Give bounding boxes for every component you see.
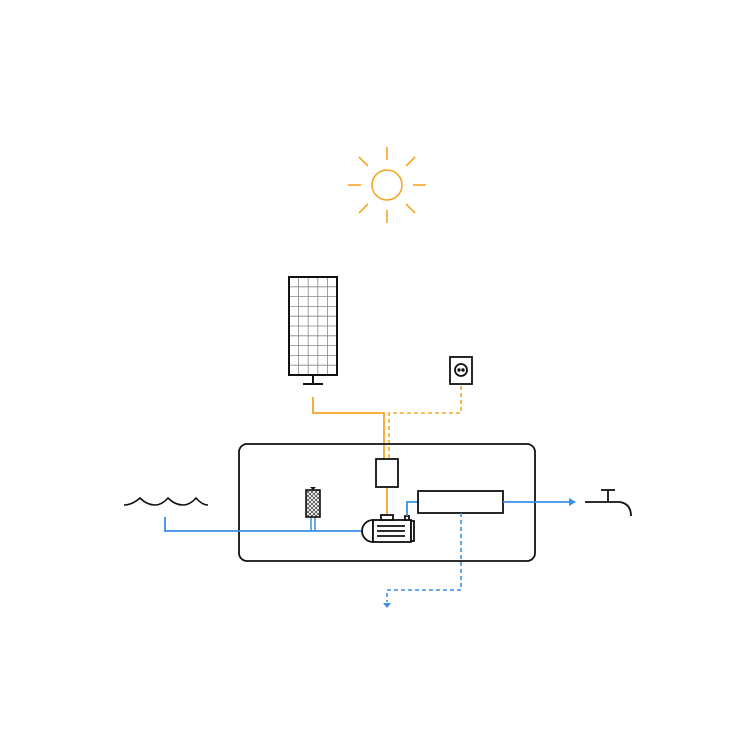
inlet-water-line <box>164 517 362 532</box>
controller-icon <box>375 458 399 488</box>
solar-panel-icon <box>288 276 338 385</box>
sun-icon <box>348 147 426 223</box>
power-outlet-icon <box>449 356 473 385</box>
water-source-wave-icon <box>123 496 209 506</box>
drain-arrow-icon <box>383 603 391 608</box>
filter-icon <box>305 487 321 518</box>
solar-power-line <box>312 397 385 459</box>
pump-outlet-line <box>406 501 418 516</box>
pump-motor-icon <box>361 514 415 543</box>
flow-arrow-icon <box>569 498 576 506</box>
faucet-icon <box>585 489 632 517</box>
membrane-icon <box>417 490 504 514</box>
grid-power-line-dashed <box>388 386 462 459</box>
reject-water-line-dashed <box>386 513 462 602</box>
